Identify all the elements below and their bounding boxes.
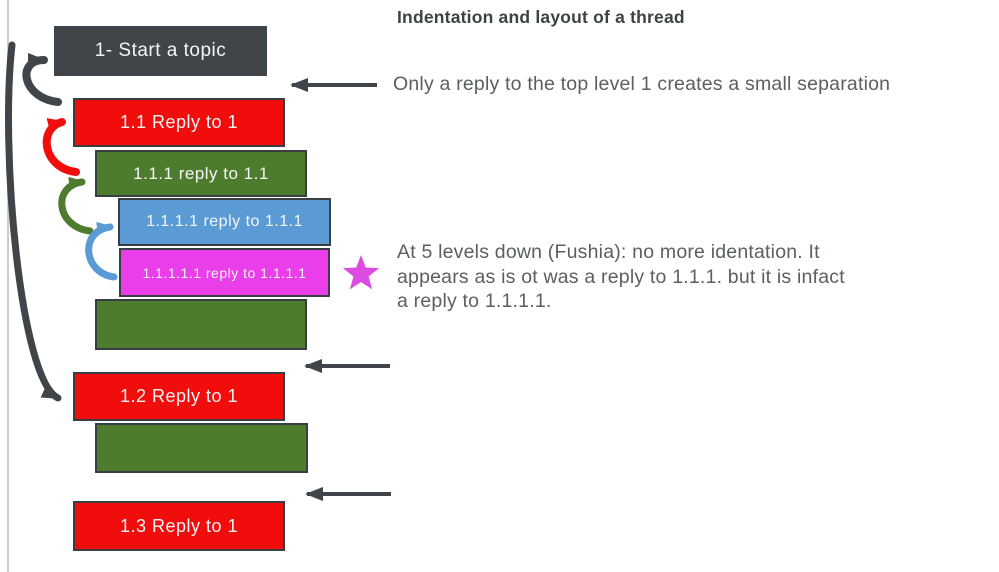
page-title: Indentation and layout of a thread — [397, 7, 685, 27]
reply-curve-green-icon — [58, 176, 94, 235]
star-icon — [342, 255, 380, 290]
box-green-empty-2 — [95, 423, 308, 473]
box-reply-1-2: 1.2 Reply to 1 — [73, 372, 285, 421]
reply-curve-blue-icon — [85, 221, 118, 281]
box-reply-1-1-1-1-1: 1.1.1.1.1 reply to 1.1.1.1 — [119, 248, 330, 297]
fushia-note-line-1: At 5 levels down (Fushia): no more ident… — [397, 241, 820, 263]
box-reply-1-1: 1.1 Reply to 1 — [73, 98, 285, 147]
box-reply-1-1-1-1: 1.1.1.1 reply to 1.1.1 — [118, 198, 331, 246]
fushia-note: At 5 levels down (Fushia): no more ident… — [397, 240, 845, 314]
box-green-empty-1 — [95, 299, 307, 350]
box-start-topic: 1- Start a topic — [54, 26, 267, 76]
fushia-note-line-3: a reply to 1.1.1.1. — [397, 290, 552, 312]
reply-curve-red-icon — [42, 118, 80, 176]
long-reply-curve-1-2-icon — [5, 41, 62, 402]
box-reply-1-1-1: 1.1.1 reply to 1.1 — [95, 150, 307, 197]
top-level-note: Only a reply to the top level 1 creates … — [393, 73, 891, 95]
slide-edge-line — [7, 0, 9, 572]
fushia-note-line-2: appears as is ot was a reply to 1.1.1. b… — [397, 265, 845, 288]
box-reply-1-3: 1.3 Reply to 1 — [73, 501, 285, 551]
